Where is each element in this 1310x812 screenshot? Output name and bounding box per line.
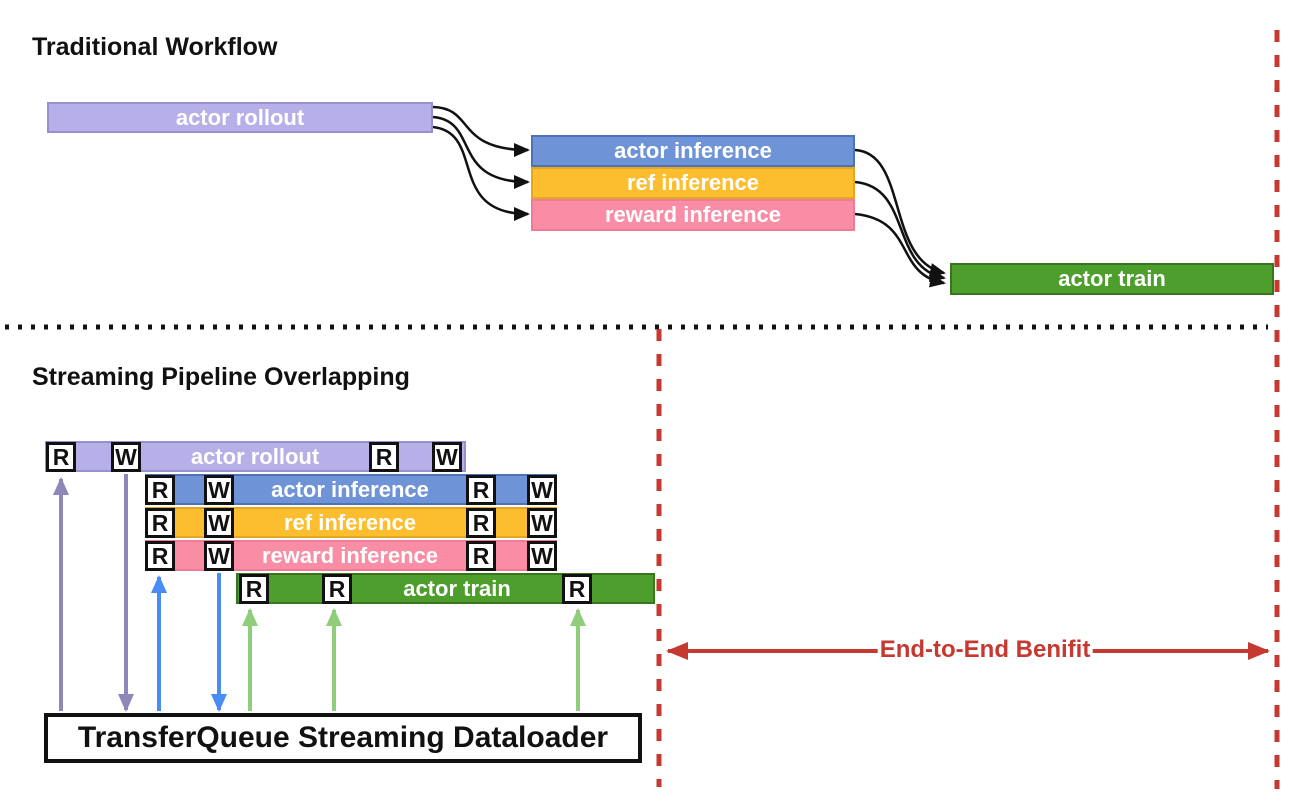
read-box: R (322, 574, 352, 604)
write-box: W (527, 541, 557, 571)
traditional-ref-inference-label: ref inference (626, 170, 760, 195)
streaming-ref-inference-label: ref inference (283, 510, 417, 535)
read-box: R (145, 475, 175, 505)
read-box: R (466, 508, 496, 538)
transferqueue-dataloader-box: TransferQueue Streaming Dataloader (44, 713, 642, 763)
write-box: W (432, 442, 462, 472)
streaming-actor-train-label: actor train (403, 576, 511, 601)
traditional-actor-inference-bar: actor inference (531, 135, 855, 167)
traditional-actor-inference-label: actor inference (614, 138, 772, 163)
streaming-reward-inference-label: reward inference (261, 543, 439, 568)
traditional-ref-inference-bar: ref inference (531, 167, 855, 199)
traditional-reward-inference-label: reward inference (604, 202, 782, 227)
rollout-to-reward-inference-arrow (432, 125, 530, 221)
traditional-workflow-title: Traditional Workflow (32, 33, 278, 61)
end-to-end-benefit-label: End-to-End Benifit (877, 636, 1093, 664)
transferqueue-dataloader-label: TransferQueue Streaming Dataloader (77, 721, 609, 754)
actor-inference-to-train-arrow (854, 148, 946, 277)
write-box: W (204, 508, 234, 538)
read-box: R (466, 475, 496, 505)
write-box: W (111, 442, 141, 472)
traditional-actor-rollout-label: actor rollout (175, 104, 305, 130)
read-box: R (562, 574, 592, 604)
write-box: W (527, 475, 557, 505)
rollout-to-ref-inference-arrow (432, 115, 530, 189)
read-box: R (466, 541, 496, 571)
read-box: R (145, 541, 175, 571)
read-box: R (46, 442, 76, 472)
traditional-actor-train-bar: actor train (950, 263, 1274, 295)
traditional-actor-train-label: actor train (1058, 266, 1166, 291)
read-box: R (145, 508, 175, 538)
streaming-pipeline-title: Streaming Pipeline Overlapping (32, 363, 410, 391)
read-box: R (239, 574, 269, 604)
reward-inference-to-train-arrow (854, 212, 946, 288)
streaming-actor-rollout-label: actor rollout (190, 444, 320, 469)
traditional-reward-inference-bar: reward inference (531, 199, 855, 231)
read-box: R (369, 442, 399, 472)
rollout-to-actor-inference-arrow (432, 105, 530, 157)
ref-inference-to-train-arrow (854, 180, 946, 283)
write-box: W (204, 475, 234, 505)
write-box: W (204, 541, 234, 571)
traditional-actor-rollout-bar: actor rollout (47, 102, 433, 133)
write-box: W (527, 508, 557, 538)
streaming-actor-inference-label: actor inference (271, 477, 429, 502)
